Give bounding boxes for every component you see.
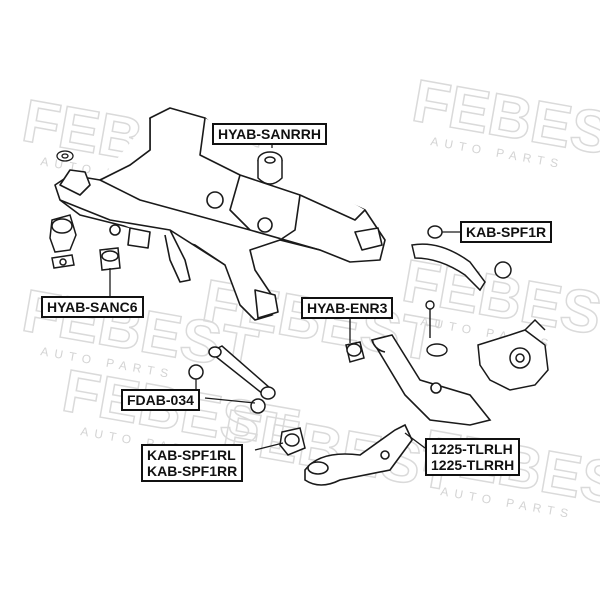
- leader-lines: [109, 143, 460, 451]
- washer-small: [56, 150, 74, 162]
- bushing-hyab-enr3: [345, 341, 365, 363]
- label-kab-spf1r-text: KAB-SPF1R: [466, 224, 547, 240]
- label-fdab-034-text: FDAB-034: [127, 392, 194, 408]
- knuckle: [477, 318, 549, 391]
- label-hyab-enr3[interactable]: HYAB-ENR3: [301, 297, 394, 319]
- stabilizer-link: [425, 300, 448, 357]
- trailing-arm: [370, 334, 492, 426]
- lower-link-1225: [304, 423, 413, 486]
- label-1225-tlrlh-text: 1225-TLRLH: [431, 441, 513, 457]
- label-hyab-sanc6-text: HYAB-SANC6: [47, 299, 138, 315]
- label-kab-spf1rl-rr[interactable]: KAB-SPF1RL KAB-SPF1RR: [141, 444, 244, 482]
- label-fdab-034[interactable]: FDAB-034: [121, 389, 200, 411]
- label-hyab-sanc6[interactable]: HYAB-SANC6: [41, 296, 144, 318]
- label-1225-tlrrh-text: 1225-TLRRH: [431, 457, 515, 473]
- bushing-hyab-sanc6: [49, 214, 121, 271]
- label-hyab-enr3-text: HYAB-ENR3: [307, 300, 388, 316]
- label-kab-spf1rr-text: KAB-SPF1RR: [147, 463, 238, 479]
- label-kab-spf1rl-text: KAB-SPF1RL: [147, 447, 236, 463]
- label-1225-tlrlh-rh[interactable]: 1225-TLRLH 1225-TLRRH: [425, 438, 521, 476]
- label-hyab-sanrrh[interactable]: HYAB-SANRRH: [212, 123, 327, 145]
- link-kab-spf1r: [411, 225, 512, 292]
- label-kab-spf1r[interactable]: KAB-SPF1R: [460, 221, 553, 243]
- label-hyab-sanrrh-text: HYAB-SANRRH: [218, 126, 321, 142]
- bushing-hyab-sanrrh: [257, 151, 283, 185]
- bushing-kab-spf1rl: [279, 427, 306, 456]
- link-fdab-034: [188, 345, 276, 414]
